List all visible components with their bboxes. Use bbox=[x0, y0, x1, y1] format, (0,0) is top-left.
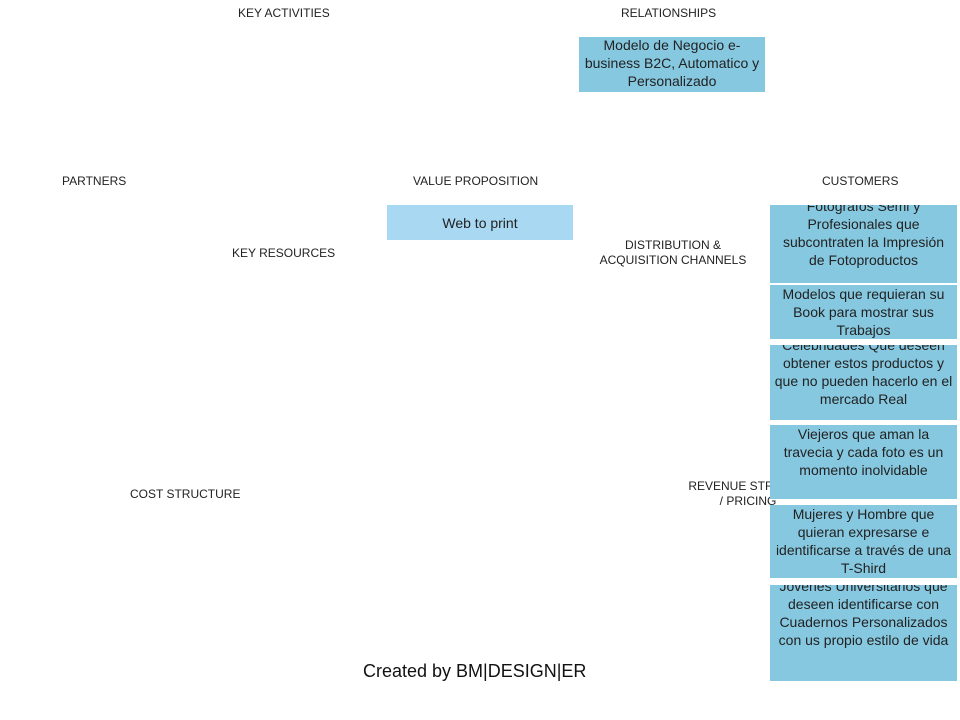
customer-segment-text: Fotografos Semi y Profesionales que subc… bbox=[782, 205, 945, 268]
customer-segment-box: Mujeres y Hombre que quieran expresarse … bbox=[770, 505, 957, 578]
customer-segment-box: Celebridades Que deseen obtener estos pr… bbox=[770, 345, 957, 420]
label-value-proposition: VALUE PROPOSITION bbox=[413, 174, 539, 188]
label-cost-structure: COST STRUCTURE bbox=[130, 487, 241, 501]
value-proposition-box-text: Web to print bbox=[442, 214, 518, 231]
customer-segment-text: Celebridades Que deseen obtener estos pr… bbox=[774, 345, 953, 407]
relationships-box: Modelo de Negocio e-business B2C, Automa… bbox=[579, 37, 765, 92]
label-customers: CUSTOMERS bbox=[822, 174, 899, 188]
customer-segment-text: Mujeres y Hombre que quieran expresarse … bbox=[775, 506, 952, 576]
label-key-resources: KEY RESOURCES bbox=[232, 246, 336, 260]
label-distribution-channels: DISTRIBUTION & ACQUISITION CHANNELS bbox=[599, 238, 747, 267]
customer-segment-text: Modelos que requieran su Book para mostr… bbox=[782, 286, 945, 338]
customer-segment-text: Viejeros que aman la travecia y cada fot… bbox=[783, 426, 944, 478]
label-relationships: RELATIONSHIPS bbox=[621, 6, 717, 20]
label-partners: PARTNERS bbox=[62, 174, 127, 188]
customer-segment-box: Jovenes Universitarios que deseen identi… bbox=[770, 585, 957, 681]
customer-segment-box: Modelos que requieran su Book para mostr… bbox=[770, 285, 957, 339]
customer-segment-text: Jovenes Universitarios que deseen identi… bbox=[778, 585, 949, 648]
customer-segment-box: Fotografos Semi y Profesionales que subc… bbox=[770, 205, 957, 283]
label-key-activities: KEY ACTIVITIES bbox=[238, 6, 330, 20]
footer-credit: Created by BM|DESIGN|ER bbox=[363, 661, 587, 681]
relationships-box-text: Modelo de Negocio e-business B2C, Automa… bbox=[584, 37, 760, 89]
value-proposition-box: Web to print bbox=[387, 205, 573, 240]
customer-segment-box: Viejeros que aman la travecia y cada fot… bbox=[770, 425, 957, 499]
